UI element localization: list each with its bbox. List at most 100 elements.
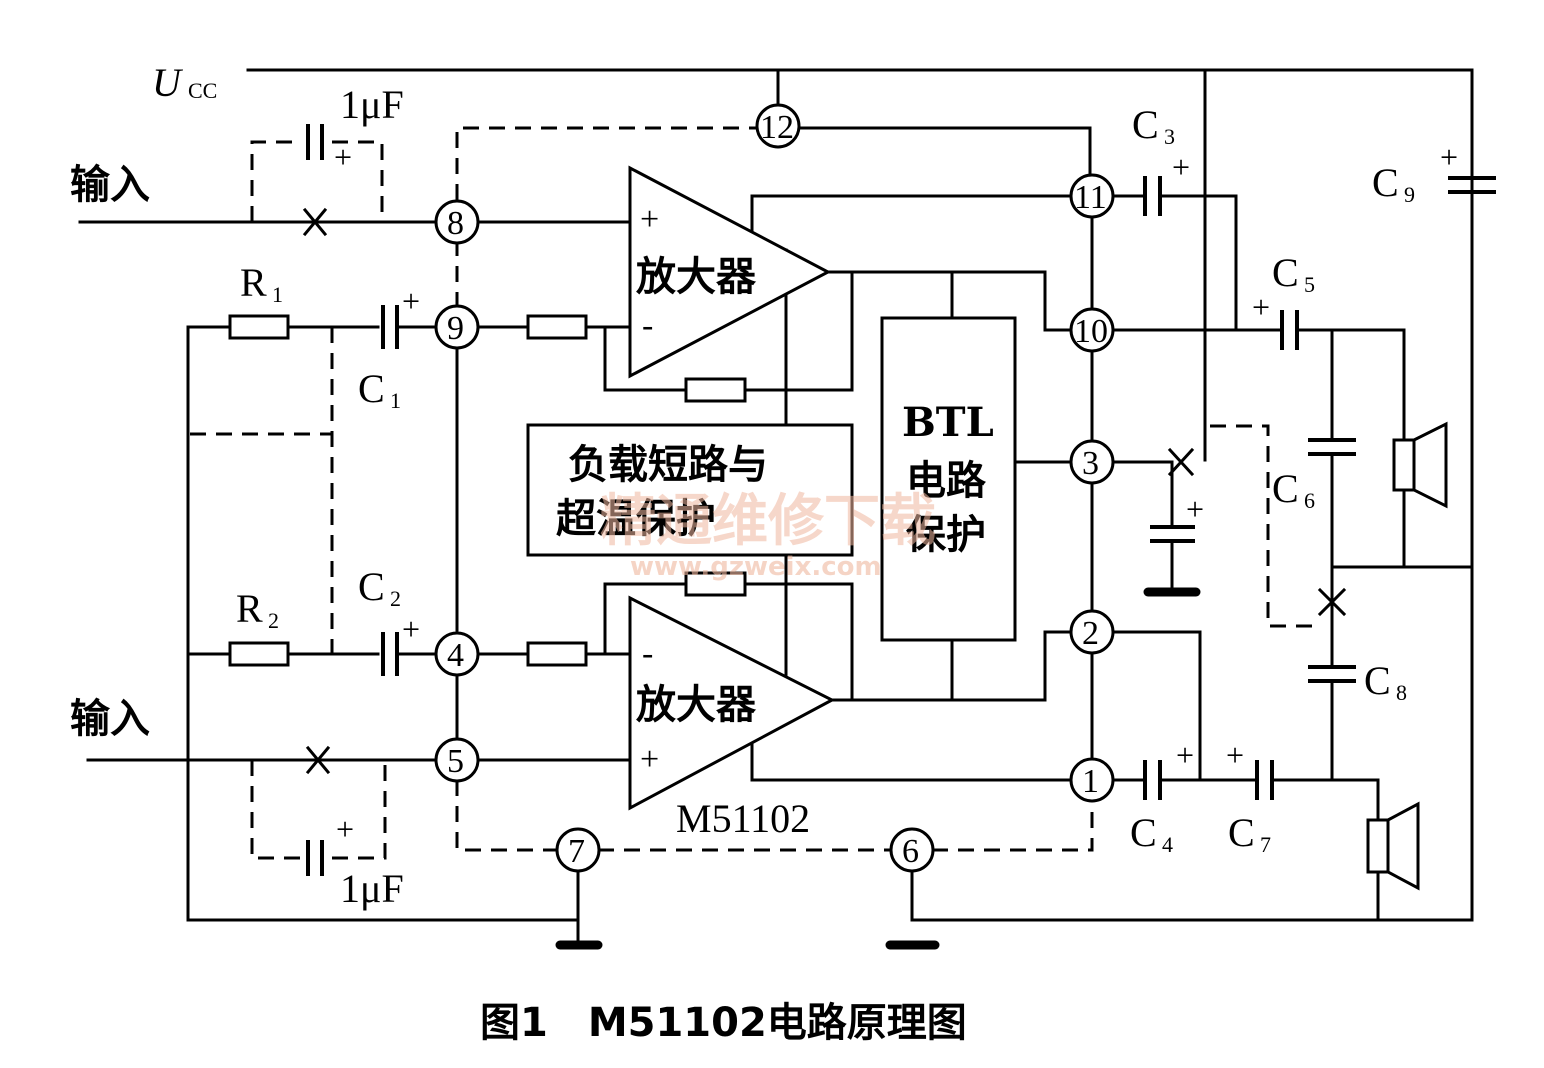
pin-12 <box>755 103 801 149</box>
c1-label: C <box>358 366 385 411</box>
top-cap-plus: + <box>334 139 352 175</box>
r1-sub: 1 <box>272 282 283 307</box>
amp-bottom-feedback-resistor <box>684 571 747 597</box>
pin-10-label: 10 <box>1074 313 1108 350</box>
pin-3 <box>1069 439 1115 485</box>
c9-plus: + <box>1440 139 1458 175</box>
amp-bottom <box>628 595 836 811</box>
chip-name: M51102 <box>676 796 810 841</box>
amp-bottom-label: 放大器 <box>636 682 757 728</box>
c5-plus: + <box>1252 289 1270 325</box>
c6-sub: 6 <box>1304 488 1315 513</box>
protection-line2: 超温保护 <box>556 496 716 542</box>
btl-wiring <box>950 270 1072 702</box>
supply-rail <box>246 68 1474 922</box>
c4-sub: 4 <box>1162 832 1173 857</box>
amp-top-plus: + <box>640 201 659 238</box>
c9-sub: 9 <box>1404 182 1415 207</box>
input-bottom-break <box>305 745 331 775</box>
c7-label: C <box>1228 810 1255 855</box>
c2-label: C <box>358 564 385 609</box>
supply-label: U <box>152 60 184 105</box>
pin-4-label: 4 <box>447 637 464 674</box>
top-bypass-cap <box>250 124 384 222</box>
c6-label: C <box>1272 466 1299 511</box>
amp-top-minus: - <box>642 307 653 344</box>
pin-8-label: 8 <box>447 205 464 242</box>
watermark: 精通维修下载 <box>600 489 936 554</box>
pin-3-label: 3 <box>1082 445 1099 482</box>
bottom-cap-plus: + <box>336 811 354 847</box>
watermark-url: www.gzweix.com <box>630 552 882 582</box>
pin10-output <box>1110 310 1406 442</box>
c4-label: C <box>1130 810 1157 855</box>
protection-box <box>526 423 854 557</box>
c7-plus: + <box>1226 737 1244 773</box>
pin-1-label: 1 <box>1082 763 1099 800</box>
c6-c8-network <box>1210 328 1474 782</box>
pin-4 <box>434 631 480 677</box>
amp-top-feedback-resistor <box>684 377 747 403</box>
pin-5-label: 5 <box>447 743 464 780</box>
amp-bottom-minus: - <box>642 635 653 672</box>
c1-plus: + <box>402 283 420 319</box>
r2-sub: 2 <box>268 608 279 633</box>
c8-sub: 8 <box>1396 680 1407 705</box>
r2-label: R <box>236 586 263 631</box>
pin7-pin6-net <box>455 780 1474 942</box>
input-top-label: 输入 <box>70 162 150 208</box>
r2-resistor <box>228 641 290 667</box>
pin-11-label: 11 <box>1074 179 1107 216</box>
pin-5 <box>434 737 480 783</box>
pin-2-label: 2 <box>1082 615 1099 652</box>
top-cap-value: 1μF <box>340 82 404 127</box>
pin-7-label: 7 <box>568 833 585 870</box>
amp-top <box>628 165 832 379</box>
c9-label: C <box>1372 160 1399 205</box>
c2-sub: 2 <box>390 586 401 611</box>
btl-line3: 保护 <box>906 512 986 558</box>
amp-top-label: 放大器 <box>636 254 757 300</box>
c9-capacitor <box>1448 176 1496 194</box>
figure-caption: 图1 M51102电路原理图 <box>480 1000 967 1046</box>
pin-9 <box>434 304 480 350</box>
pin-9-label: 9 <box>447 310 464 347</box>
left-dashed <box>190 240 459 654</box>
input-top-break <box>302 207 328 237</box>
pin-6-label: 6 <box>902 833 919 870</box>
c4-plus: + <box>1176 737 1194 773</box>
pin-circles: 12 8 9 4 5 7 6 11 10 3 2 1 <box>434 103 1115 873</box>
pin2-output <box>1110 630 1202 782</box>
pin-6 <box>889 827 935 873</box>
pin3-cap-plus: + <box>1186 491 1204 527</box>
pin-7 <box>555 827 601 873</box>
c5-sub: 5 <box>1304 272 1315 297</box>
supply-sub: CC <box>188 78 217 103</box>
c1-sub: 1 <box>390 388 401 413</box>
btl-line1: BTL <box>902 399 994 446</box>
c2-plus: + <box>402 611 420 647</box>
r1-resistor <box>228 314 290 340</box>
c5-label: C <box>1272 250 1299 295</box>
r1-label: R <box>240 260 267 305</box>
bottom-bypass-cap <box>250 760 387 876</box>
btl-line2: 电路 <box>906 458 987 504</box>
pin3-output <box>1110 447 1195 592</box>
pin12-net <box>455 126 1092 200</box>
speaker-top-icon <box>1392 421 1448 509</box>
pin-2 <box>1069 609 1115 655</box>
c8-label: C <box>1364 658 1391 703</box>
pin-1 <box>1069 757 1115 803</box>
speaker-bottom-icon <box>1366 801 1420 922</box>
input-bottom-label: 输入 <box>70 696 150 742</box>
c3-label: C <box>1132 102 1159 147</box>
c4-c7-capacitors <box>1110 760 1380 822</box>
pin-12-label: 12 <box>760 109 794 146</box>
protection-line1: 负载短路与 <box>568 442 768 488</box>
c1-capacitor <box>381 305 439 349</box>
pin-8 <box>434 199 480 245</box>
amp-top-input-resistor <box>526 314 588 340</box>
c2-capacitor <box>381 632 439 676</box>
amp-bottom-plus: + <box>640 741 659 778</box>
